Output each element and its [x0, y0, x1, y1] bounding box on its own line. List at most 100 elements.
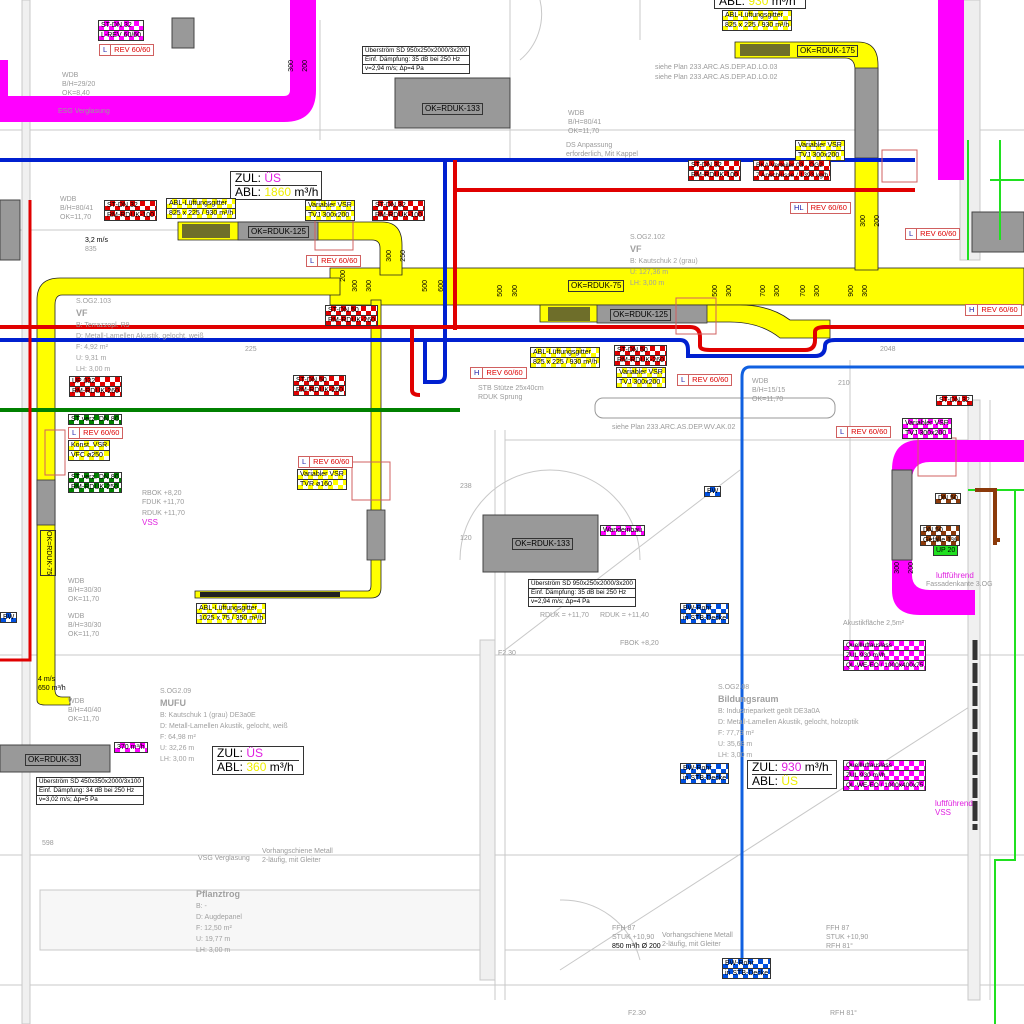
room-line: U: 19,77 m — [196, 936, 231, 943]
note-text: Akustikfläche 2,5m² — [843, 620, 905, 627]
room-line: LH: 3,00 m — [718, 752, 753, 759]
dimension-label: 300 — [774, 285, 781, 297]
unit: m³/h — [804, 760, 829, 774]
note-text: B/H=15/15 — [752, 387, 786, 394]
note-text: B/H=30/30 — [68, 622, 102, 629]
info-line: v=2,94 m/s; Δp=4 Pa — [365, 65, 424, 72]
rev-label: REV 60/60 — [83, 428, 120, 437]
abl-label: ABL: — [752, 774, 779, 788]
pipes — [0, 140, 1024, 1024]
rev-label: REV 60/60 — [810, 203, 847, 212]
note-text: 3,2 m/s — [85, 237, 108, 244]
pipe-tag-red: ST-DN 32 — [936, 395, 973, 406]
room-id: S.OG2.102 — [630, 234, 666, 241]
rev-prefix: L — [69, 428, 81, 438]
room-line: U: 32,26 m — [160, 745, 195, 752]
rev-label: REV 60/60 — [321, 256, 358, 265]
water-tag: BW — [704, 486, 722, 497]
note-text: 2-läufig, mit Gleiter — [262, 857, 321, 864]
note-text: RDUK = +11,70 — [540, 612, 589, 619]
abl-label: ABL: — [235, 185, 262, 199]
note-text: RDUK +11,70 — [142, 510, 185, 517]
dimension-label: 300 — [352, 280, 359, 292]
rev-prefix: L — [837, 427, 849, 437]
room-line: D: Metall-Lamellen Akustik, gelocht, wei… — [76, 333, 204, 340]
tag-line: in STB-Decke — [683, 615, 727, 622]
tag-line: Variabler VSR — [306, 202, 354, 211]
note-text: OK=11,70 — [68, 596, 100, 603]
zul-value: ÜS — [264, 171, 282, 185]
zul-label: ZUL: — [235, 171, 262, 185]
duct-label: OK=RDUK-175 — [797, 45, 858, 57]
note-text: 238 — [460, 483, 472, 490]
dimension-label: 200 — [340, 270, 347, 282]
note-text: OK=8,40 — [62, 90, 90, 97]
duct-label: OK=RDUK-133 — [422, 103, 483, 115]
note-text: FBOK +8,20 — [620, 640, 659, 647]
note-text: STUK +10,90 — [826, 934, 869, 941]
tag-line: TVJ 300x200 — [798, 152, 840, 159]
note-text: B/H=80/41 — [60, 205, 94, 212]
fire-damper-markers — [44, 149, 957, 501]
dimension-label: 500 — [712, 285, 719, 297]
tag-line: ST-DN 32 — [105, 201, 157, 211]
room-line: U: 9,31 m — [76, 355, 107, 362]
zul-label: ZUL: — [752, 760, 779, 774]
room-name: VF — [630, 244, 642, 254]
green-pipe-tag: ST verz. DN 80 — [68, 414, 122, 425]
dimension-label: 300 — [386, 250, 393, 262]
supply-air-ducts — [0, 0, 1024, 615]
tag-line: 7 Anschlüsse / 1393 kg/h — [756, 172, 829, 179]
room-line: LH: 3,00 m — [160, 756, 195, 763]
tag-line: Konst. VSR — [69, 442, 110, 451]
dimension-label: 900 — [848, 285, 855, 297]
tag-line: UP 032 — [70, 377, 122, 387]
duct-label: OK=RDUK-133 — [512, 538, 573, 550]
tag-line: ST-DN 50 — [326, 306, 378, 316]
tag-line: 825 x 225 / 930 m³/h — [169, 210, 234, 217]
tag-line: ABL-Lüftungsgitter — [723, 11, 792, 21]
note-text: VSG Verglasung — [198, 855, 250, 862]
tag-line: ST-DN 32 — [939, 397, 970, 404]
flow-box: ZUL: 930 m³/h ABL: ÜS — [747, 760, 837, 789]
tag-line: TVJ 300x200 — [905, 430, 947, 437]
dimension-label: 500 — [422, 280, 429, 292]
tag-line: ABL-Lüftungsgitter — [531, 348, 600, 358]
note-text: OK=11,70 — [752, 396, 784, 403]
room-line: LH: 3,00 m — [76, 366, 111, 373]
abl-label: ABL: — [217, 760, 244, 774]
room-line: U: 127,36 m — [630, 269, 669, 276]
info-line: Überström SD 450x350x2000/3x100 — [37, 778, 143, 787]
note-text: RBOK +8,20 — [142, 490, 182, 497]
info-line: Einf. Dämpfung: 35 dB bei 250 Hz — [529, 589, 635, 598]
room-line: B: - — [196, 903, 207, 910]
note-text: WDB — [62, 72, 79, 79]
note-text: F2.30 — [498, 650, 516, 657]
tag-line: BW-Rohr — [681, 764, 729, 774]
abl-value: ÜS — [781, 774, 799, 788]
note-text: OK=11,70 — [568, 128, 600, 135]
note-text: OK=11,70 — [68, 631, 100, 638]
abl-value: 360 — [246, 760, 267, 774]
tag-line: Quellluftauslass — [844, 641, 926, 651]
zul-value: ÜS — [246, 746, 264, 760]
rev-prefix: L — [678, 375, 690, 385]
rev-prefix: HL — [791, 203, 808, 213]
rev-label: REV 60/60 — [692, 375, 729, 384]
duct-label: OK=RDUK-75 — [40, 530, 56, 577]
tag-line: Variabler VSR — [796, 142, 844, 151]
note-text: FDUK +11,70 — [142, 499, 185, 506]
note-text: 120 — [460, 535, 472, 542]
